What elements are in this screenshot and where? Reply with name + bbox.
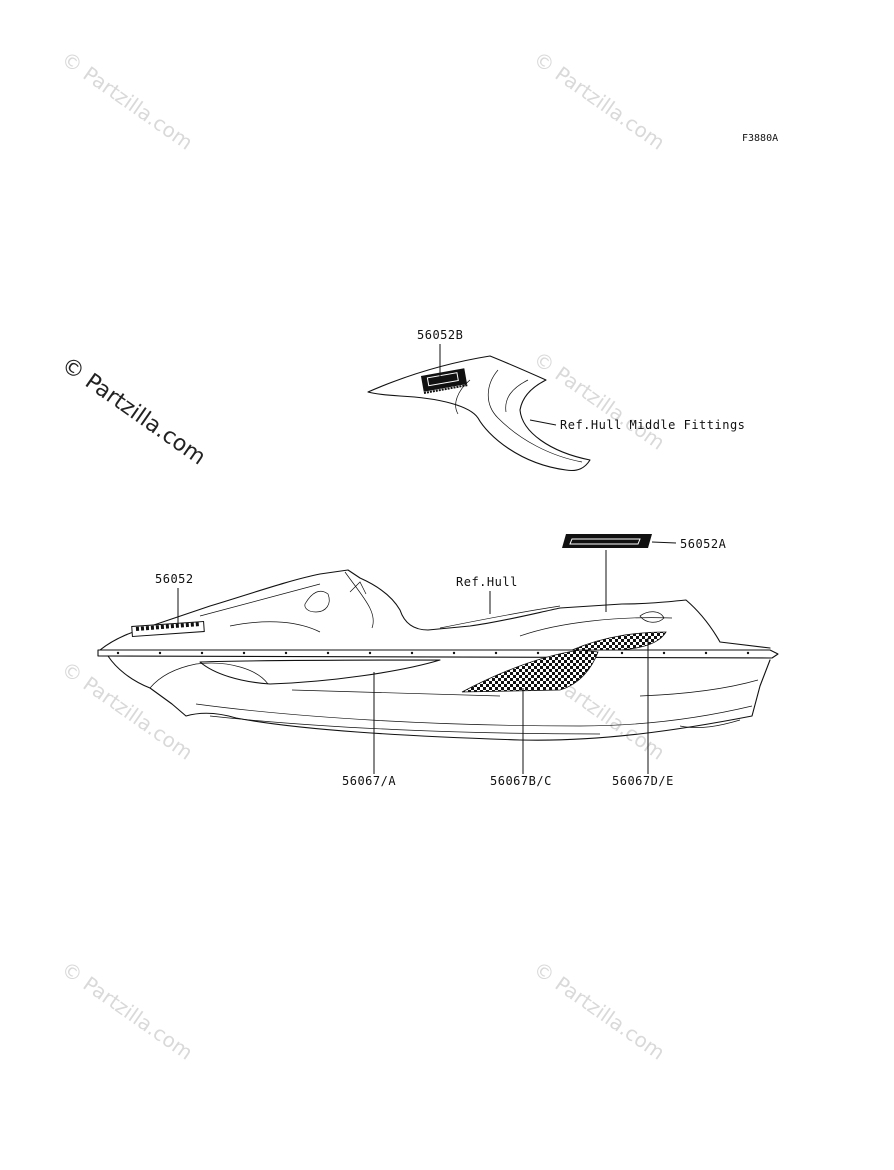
watermark-dark: © Partzilla.com xyxy=(57,352,210,470)
leader-56052a xyxy=(651,541,677,544)
front-logo-decal xyxy=(131,620,205,638)
watermark-mid-right: © Partzilla.com xyxy=(529,346,669,454)
figure-code: F3880A xyxy=(742,133,778,144)
watermark-top-left: © Partzilla.com xyxy=(57,46,197,154)
hull-middle-fitting xyxy=(367,355,591,472)
callout-ref-hull: Ref.Hull xyxy=(456,575,518,589)
callout-56052a: 56052A xyxy=(680,537,727,551)
watermark-bottom-left: © Partzilla.com xyxy=(57,956,197,1064)
stx-sticker-decal xyxy=(562,534,652,548)
callout-56052: 56052 xyxy=(155,572,194,586)
rail-rivets xyxy=(116,651,750,655)
watermark-bottom-right: © Partzilla.com xyxy=(529,956,669,1064)
watermark-lower-left: © Partzilla.com xyxy=(57,656,197,764)
callout-56052b: 56052B xyxy=(417,328,463,342)
leader-ref-hull-middle xyxy=(529,419,557,426)
watermark-top-right: © Partzilla.com xyxy=(529,46,669,154)
callout-56067a: 56067/A xyxy=(342,774,396,788)
jetski-logo-decal xyxy=(420,368,469,394)
checker-decal-small xyxy=(571,631,667,651)
callout-ref-hull-middle-fittings: Ref.Hull Middle Fittings xyxy=(560,418,745,432)
callout-56067bc: 56067B/C xyxy=(490,774,552,788)
side-stripe-decal xyxy=(199,659,441,685)
hull-side-view xyxy=(97,534,779,741)
callout-56067de: 56067D/E xyxy=(612,774,674,788)
